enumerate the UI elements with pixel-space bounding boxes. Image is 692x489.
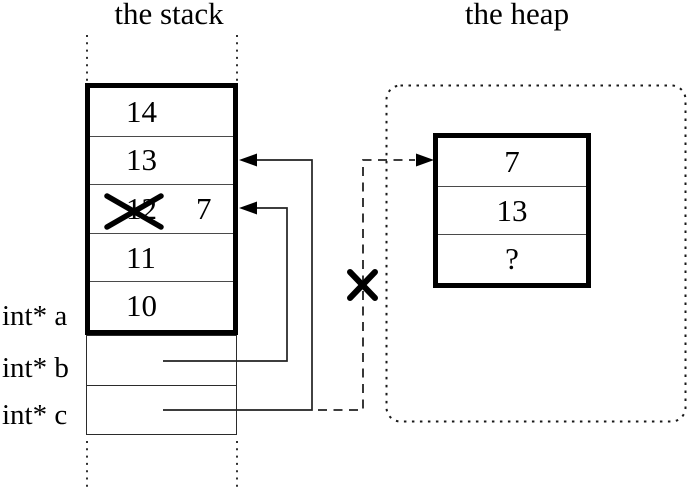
heap-cell-value: ? [505, 241, 519, 277]
pointer-var-b-label: int* b [2, 352, 69, 384]
heap-cell-value: 7 [504, 143, 520, 179]
heap-block-box: 7 13 ? [433, 133, 591, 288]
stack-cell: 10 [90, 282, 233, 330]
arrowhead-right-icon [416, 153, 434, 167]
stack-cell-value: 14 [126, 93, 157, 129]
heap-cell: ? [438, 235, 586, 283]
arrowhead-left-icon [239, 153, 257, 167]
pointer-var-a-label: int* a [2, 300, 68, 332]
stack-cell-old-value: 12 [126, 190, 157, 226]
heap-cell-value: 13 [496, 192, 528, 228]
pointer-var-c-label: int* c [2, 399, 68, 431]
stack-cell: 14 [90, 88, 233, 137]
heap-cell: 7 [438, 138, 586, 187]
stack-cell-value: 11 [126, 239, 156, 275]
stack-cell-new-value: 7 [196, 190, 212, 226]
stack-cell: 13 [90, 137, 233, 186]
pointer-var-slots [86, 335, 237, 435]
stack-frame-box: 14 13 12 7 11 10 [85, 83, 238, 335]
stack-cell: 11 [90, 234, 233, 283]
stack-cell-crossed: 12 7 [90, 185, 233, 234]
arrowhead-left-icon [239, 201, 257, 215]
pointer-var-c-slot [87, 386, 236, 435]
stack-title: the stack [114, 0, 224, 31]
stack-cell-value: 10 [126, 288, 157, 324]
invalid-pointer-x-icon [347, 269, 378, 301]
stack-cell-value: 13 [126, 142, 157, 178]
heap-title: the heap [464, 0, 570, 31]
heap-cell: 13 [438, 187, 586, 236]
pointer-var-b-slot [87, 336, 236, 386]
dangling-pointer-dashed-arrow [318, 153, 434, 411]
